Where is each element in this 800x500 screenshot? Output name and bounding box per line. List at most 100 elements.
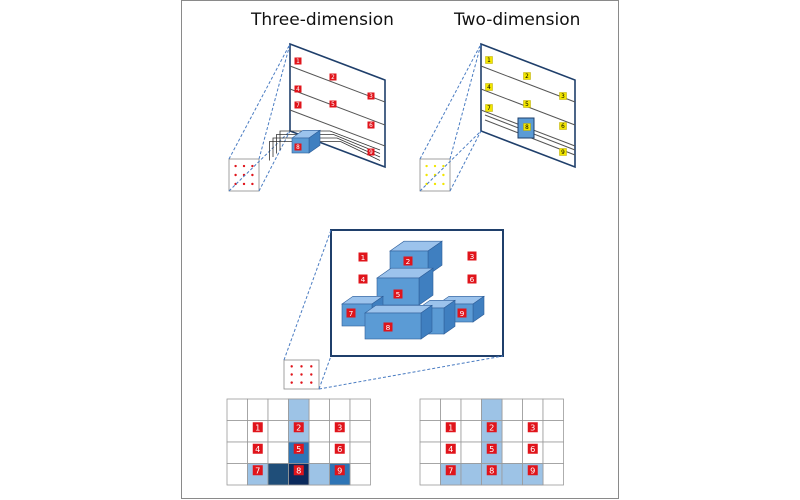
label-left-7-text: 7 <box>296 103 300 109</box>
grid-3d-label-6-text: 6 <box>337 444 342 454</box>
pinhole-grid-middle-dot <box>310 373 313 376</box>
label-mid-5-text: 5 <box>396 290 401 299</box>
grid-2d-cell <box>440 398 462 421</box>
label-mid-8-box <box>383 322 393 332</box>
grid-3d-cell <box>226 420 248 443</box>
label-mid-8: 8 <box>383 322 393 332</box>
grid-3d-label-7-box <box>252 465 263 476</box>
grid-3d-label-8-box <box>293 465 304 476</box>
label-right-4: 4 <box>485 83 493 91</box>
grid-2d-label-9-box <box>527 465 538 476</box>
voxel-front-top <box>364 304 433 314</box>
grid-3d-cell <box>349 398 371 421</box>
label-mid-3-text: 3 <box>470 252 475 261</box>
pinhole-grid-left-dot <box>234 173 237 177</box>
grid-2d-cell <box>460 441 482 464</box>
grid-3d-label-1: 1 <box>252 422 263 432</box>
label-mid-5-box <box>393 289 403 299</box>
label-mid-7-box <box>346 308 356 318</box>
pinhole-grid-middle-dot <box>290 373 293 376</box>
label-mid-3: 3 <box>467 251 477 261</box>
label-left-4: 4 <box>294 85 302 93</box>
grid-3d-cell <box>226 463 248 486</box>
grid-2d-label-9-text: 9 <box>530 465 535 475</box>
label-left-2: 2 <box>329 73 337 81</box>
grid-3d-label-3: 3 <box>334 422 345 432</box>
label-right-5-box <box>523 100 531 108</box>
label-left-3-box <box>367 92 375 100</box>
label-right-2-box <box>523 72 531 80</box>
grid-2d-label-8-text: 8 <box>489 465 494 475</box>
grid-2d-label-7-text: 7 <box>448 465 453 475</box>
grid-3d-label-2-text: 2 <box>296 422 301 432</box>
label-right-4-text: 4 <box>487 85 491 91</box>
grid-3d-cell <box>308 398 330 421</box>
label-right-8-text: 8 <box>525 125 529 131</box>
projection-ray <box>419 43 482 160</box>
label-right-9-box <box>559 148 567 156</box>
grid-2d-cell <box>419 441 441 464</box>
row-line <box>289 109 386 147</box>
grid-2d-label-4-text: 4 <box>448 444 453 454</box>
voxel-center <box>376 267 434 306</box>
label-mid-1: 1 <box>358 252 368 262</box>
grid-2d-label-8: 8 <box>486 465 497 475</box>
grid-2d-shaded-cell <box>481 398 503 421</box>
grid-3d-cell <box>329 398 351 421</box>
label-left-9-box <box>367 148 375 156</box>
pinhole-grid-left-dot <box>234 164 237 168</box>
label-mid-4-text: 4 <box>361 275 366 284</box>
grid-3d-cell <box>308 420 330 443</box>
voxel-front-front <box>364 312 422 340</box>
label-right-7: 7 <box>485 104 493 112</box>
grid-3d-label-4-text: 4 <box>255 444 260 454</box>
grid-2d-cell <box>542 441 564 464</box>
grid-2d-label-3-text: 3 <box>530 422 535 432</box>
grid-3d-label-3-text: 3 <box>337 422 342 432</box>
grid-3d-label-9-text: 9 <box>337 465 342 475</box>
label-left-6: 6 <box>367 121 375 129</box>
label-left-9: 9 <box>367 148 375 156</box>
label-left-8-box <box>294 143 302 151</box>
label-right-1-box <box>485 56 493 64</box>
grid-3d-cell <box>308 441 330 464</box>
label-left-5-box <box>329 100 337 108</box>
label-mid-9-box <box>457 308 467 318</box>
grid-3d-label-7: 7 <box>252 465 263 476</box>
grid-2d-label-6: 6 <box>527 443 538 454</box>
grid-2d-label-5-box <box>486 443 497 454</box>
pinhole-grid-middle-dot <box>300 381 303 384</box>
label-right-6-text: 6 <box>561 124 565 130</box>
grid-3d-label-7-text: 7 <box>255 465 260 475</box>
grid-2d-label-9: 9 <box>527 465 538 476</box>
label-right-7-box <box>485 104 493 112</box>
grid-2d-cell <box>501 441 523 464</box>
grid-2d-bridge-cell <box>460 463 482 486</box>
pinhole-grid-left-dot <box>251 164 254 168</box>
grid-2d-label-5-text: 5 <box>489 444 494 454</box>
label-right-3: 3 <box>559 92 567 100</box>
label-right-6-box <box>559 122 567 130</box>
label-left-1-text: 1 <box>296 59 300 65</box>
label-right-9-text: 9 <box>561 150 565 156</box>
label-left-3: 3 <box>367 92 375 100</box>
label-left-7: 7 <box>294 101 302 109</box>
grid-3d-cell <box>247 398 269 421</box>
grid-2d-cell <box>542 463 564 486</box>
pinhole-grid-right-dot <box>442 173 445 177</box>
grid-3d-label-5-text: 5 <box>296 444 301 454</box>
pinhole-grid-middle-dot <box>300 373 303 376</box>
grid-2d-label-3: 3 <box>527 422 538 432</box>
grid-3d-label-9-box <box>334 465 345 476</box>
grid-3d-cell <box>267 441 289 464</box>
label-left-8: 8 <box>294 143 302 151</box>
label-left-8-text: 8 <box>296 145 300 151</box>
grid-2d-cell <box>460 398 482 421</box>
label-left-7-box <box>294 101 302 109</box>
label-mid-3-box <box>467 251 477 261</box>
pinhole-grid-middle-dot <box>300 365 303 368</box>
projection-ray <box>318 355 332 390</box>
grid-3d-cell <box>349 420 371 443</box>
